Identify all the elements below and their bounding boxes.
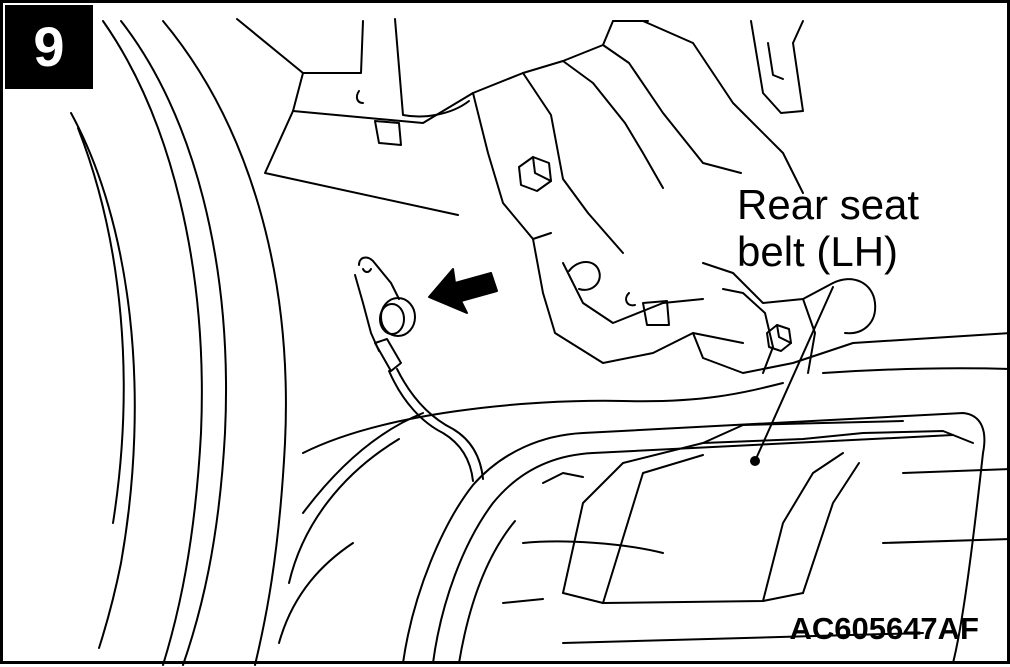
- direction-arrow: [428, 268, 498, 314]
- floor-panel-lines: [278, 367, 1010, 644]
- figure-code: AC605647AF: [789, 611, 979, 646]
- upper-body-bracket: [236, 18, 804, 254]
- step-number-badge: 9: [5, 5, 93, 89]
- sensor-connector: [354, 256, 484, 482]
- callout-line-1: Rear seat: [737, 181, 920, 228]
- callout-line-2: belt (LH): [737, 228, 899, 275]
- callout-leader: [750, 286, 834, 466]
- rear-seat-belt-label: Rear seat belt (LH): [737, 181, 919, 275]
- rear-seat-belt-illustration: [70, 18, 1010, 666]
- bracket-bolts: [518, 156, 792, 352]
- wheel-arch-lines: [70, 20, 287, 666]
- retractor-bracket: [532, 238, 1010, 374]
- seat-belt-retractor-cover: [402, 412, 1010, 664]
